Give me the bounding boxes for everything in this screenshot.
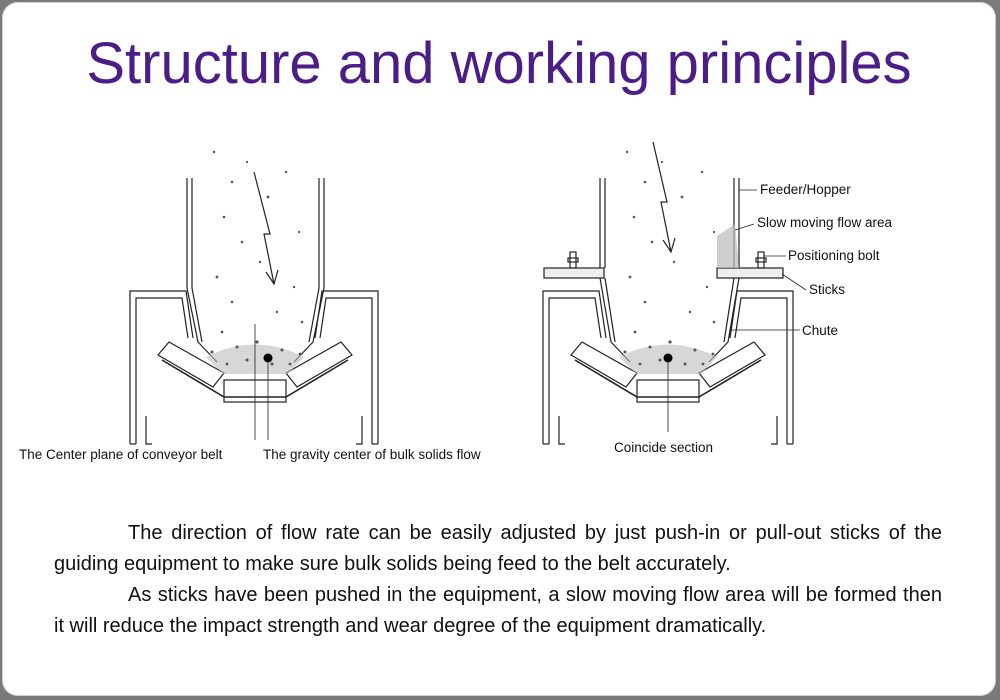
right-sticks xyxy=(543,267,784,279)
body-text: The direction of flow rate can be easily… xyxy=(54,518,942,642)
right-positioning-bolts xyxy=(567,251,767,269)
callout-sticks: Sticks xyxy=(809,282,845,297)
slide-title: Structure and working principles xyxy=(86,31,912,96)
left-diagram xyxy=(129,150,379,445)
left-support-frame xyxy=(129,290,379,445)
right-slow-flow-area xyxy=(717,224,739,268)
paragraph-1: The direction of flow rate can be easily… xyxy=(54,522,942,575)
label-center-plane: The Center plane of conveyor belt xyxy=(19,447,223,462)
right-material xyxy=(619,150,717,374)
label-gravity-center: The gravity center of bulk solids flow xyxy=(263,447,481,462)
left-flow-arrow xyxy=(253,171,279,286)
label-coincide-section: Coincide section xyxy=(614,440,713,455)
right-support-frame xyxy=(542,290,794,445)
right-flow-arrows xyxy=(652,141,676,254)
right-callout-leaders xyxy=(730,189,807,331)
right-diagram xyxy=(542,141,807,445)
left-hopper xyxy=(186,178,325,363)
callout-feeder-hopper: Feeder/Hopper xyxy=(760,182,851,197)
callout-slow-flow-area: Slow moving flow area xyxy=(757,215,893,230)
callout-positioning-bolt: Positioning bolt xyxy=(788,248,880,263)
callout-chute: Chute xyxy=(802,323,838,338)
paragraph-2: As sticks have been pushed in the equipm… xyxy=(54,584,942,637)
